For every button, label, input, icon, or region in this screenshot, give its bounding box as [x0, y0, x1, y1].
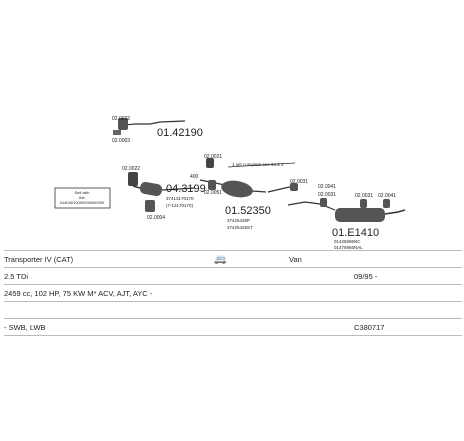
- rear-silencer: [335, 208, 406, 222]
- vehicle-type: Van: [289, 255, 302, 264]
- set-banner: 1 set complete see 34 2 1: [227, 162, 296, 168]
- ref-label-r6: 02.0051: [204, 190, 222, 196]
- vehicle-body: - SWB, LWB: [4, 323, 46, 332]
- clamp-top: [113, 118, 128, 135]
- front-pipe: [124, 120, 186, 126]
- vehicle-model: Transporter IV (CAT): [4, 255, 74, 264]
- vehicle-spec: 2459 cc, 102 HP, 75 KW M* ACV, AJT, AYC …: [4, 289, 153, 298]
- vehicle-code: C380717: [354, 323, 385, 332]
- part-alt-mid-2: 37425428ST: [227, 225, 253, 230]
- row-model: Transporter IV (CAT) 🚐 Van: [4, 250, 462, 268]
- part-alt-rear-2: 01475956NAL: [334, 245, 363, 250]
- hanger-1: [320, 198, 327, 207]
- part-number-tailpipe: 01.42190: [157, 127, 203, 139]
- clamp-rear: [290, 183, 298, 191]
- middle-silencer: [199, 158, 267, 198]
- part-number-rear: 01.E1410: [332, 227, 379, 239]
- svg-text:Sell with: Sell with: [75, 190, 90, 195]
- ref-label-r2: 02.0003: [112, 138, 130, 144]
- ref-label-r5: 02.0021: [204, 154, 222, 160]
- svg-text:01404010000000000000: 01404010000000000000: [60, 200, 105, 205]
- ref-label-r3: 02.0022: [122, 166, 140, 172]
- vehicle-date: 09/95 -: [354, 272, 378, 281]
- ref-label-r11: 02.0041: [318, 184, 336, 190]
- part-alt-cat-1: 37413170170: [166, 196, 194, 201]
- part-alt-cat-2: (7-13170170): [166, 203, 194, 208]
- ref-label-r4: 02.0004: [147, 215, 165, 221]
- ref-label-r9: 02.0031: [355, 193, 373, 199]
- row-spec: 2459 cc, 102 HP, 75 KW M* ACV, AJT, AYC …: [4, 284, 462, 302]
- ref-label-r1: 02.0022: [112, 116, 130, 122]
- vehicle-engine: 2.5 TDi: [4, 272, 29, 281]
- svg-text:the: the: [79, 195, 85, 200]
- row-engine: 2.5 TDi 09/95 -: [4, 267, 462, 285]
- row-empty: [4, 301, 462, 319]
- note-box: Sell with the 01404010000000000000: [54, 187, 111, 209]
- row-body: - SWB, LWB C380717: [4, 318, 462, 336]
- ref-label-r10: 02.0041: [378, 193, 396, 199]
- part-number-mid: 01.52350: [225, 205, 271, 217]
- part-alt-rear-1: 01426586NC: [334, 239, 361, 244]
- hanger-3: [383, 199, 390, 208]
- hanger-2: [360, 199, 367, 208]
- length-mark: 400: [190, 174, 199, 180]
- svg-text:1 set complete see 34 2 1: 1 set complete see 34 2 1: [232, 162, 284, 167]
- part-alt-mid-1: 37425428P: [227, 218, 250, 223]
- ref-label-r8: 02.0031: [318, 192, 336, 198]
- exhaust-diagram: 02.0022 02.0003 01.42190 Sell with the 0…: [54, 116, 406, 250]
- row-bottom-border: [4, 335, 462, 336]
- part-number-cat: 04.3199: [166, 183, 206, 195]
- ref-label-r7: 02.0031: [290, 179, 308, 185]
- catalytic-converter: [128, 172, 196, 212]
- car-icon: 🚐: [214, 254, 227, 265]
